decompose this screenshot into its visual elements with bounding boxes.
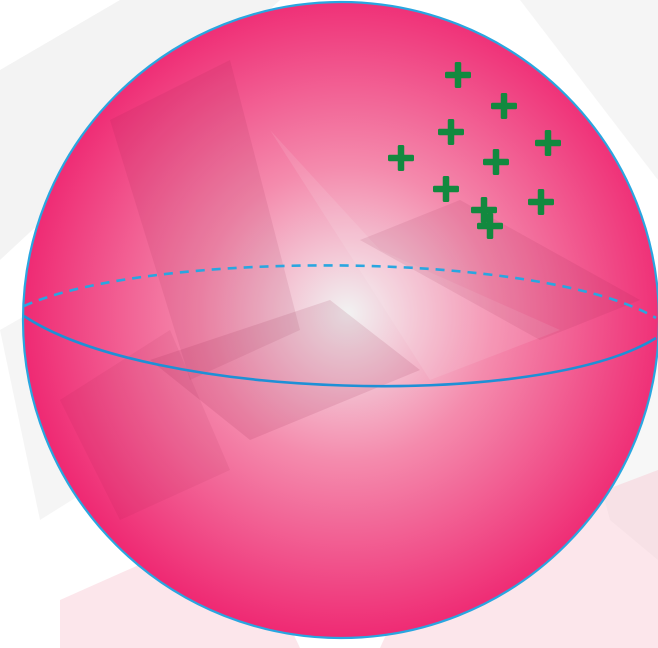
diagram-canvas bbox=[0, 0, 658, 648]
charged-sphere-diagram bbox=[0, 0, 658, 648]
